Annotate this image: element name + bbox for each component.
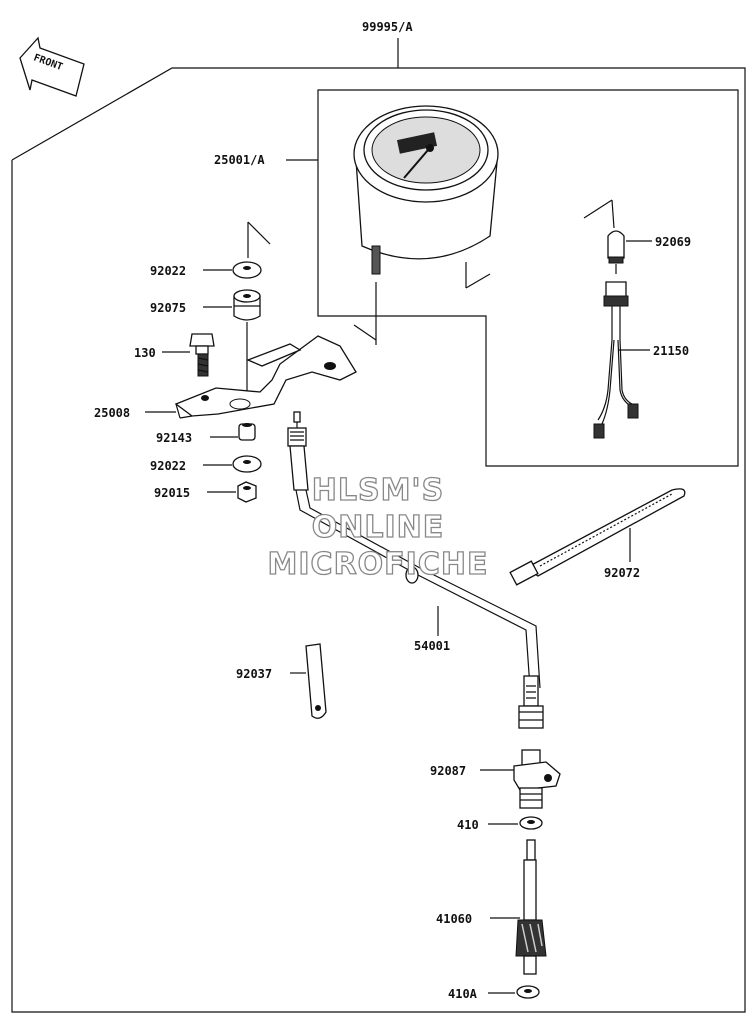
label-99995-a: 99995/A <box>362 20 413 34</box>
washer-92022-top-icon <box>232 221 271 279</box>
collar-icon <box>238 423 256 441</box>
label-92037: 92037 <box>236 667 272 681</box>
label-92087: 92087 <box>430 764 466 778</box>
clamp-icon <box>305 643 327 719</box>
label-92075: 92075 <box>150 301 186 315</box>
washer-92022-bottom-icon <box>232 455 262 473</box>
grommet-icon <box>233 289 261 321</box>
bulb-icon <box>583 199 625 274</box>
cable-band-icon <box>509 488 686 586</box>
label-54001: 54001 <box>414 639 450 653</box>
washer-410-icon <box>519 816 543 830</box>
drive-gear-icon <box>515 839 547 975</box>
gear-housing-icon <box>513 749 561 809</box>
label-25001-a: 25001/A <box>214 153 265 167</box>
label-410a: 410A <box>448 987 478 1001</box>
label-21150: 21150 <box>653 344 689 358</box>
watermark-line-3: MICROFICHE <box>268 547 489 582</box>
label-92015: 92015 <box>154 486 190 500</box>
bracket-icon <box>174 335 357 419</box>
speedometer-icon <box>353 105 499 345</box>
socket-wire-icon <box>593 281 639 439</box>
meter-subassembly-box <box>317 89 739 467</box>
label-410: 410 <box>457 818 479 832</box>
label-92022-top: 92022 <box>150 264 186 278</box>
label-130: 130 <box>134 346 156 360</box>
label-92072: 92072 <box>604 566 640 580</box>
watermark-line-1: HLSM'S <box>312 473 444 508</box>
label-92069: 92069 <box>655 235 691 249</box>
watermark-line-2: ONLINE <box>312 510 445 545</box>
label-25008: 25008 <box>94 406 130 420</box>
label-41060: 41060 <box>436 912 472 926</box>
washer-410a-icon <box>516 985 540 999</box>
label-92143: 92143 <box>156 431 192 445</box>
bolt-icon <box>189 333 215 377</box>
front-arrow-icon: FRONT <box>19 36 85 97</box>
assembly-boundary <box>11 67 746 1013</box>
watermark: HLSM'S ONLINE MICROFICHE <box>267 472 489 582</box>
nut-icon <box>237 481 257 503</box>
label-92022-bottom: 92022 <box>150 459 186 473</box>
speedometer-cable-icon <box>287 411 544 729</box>
